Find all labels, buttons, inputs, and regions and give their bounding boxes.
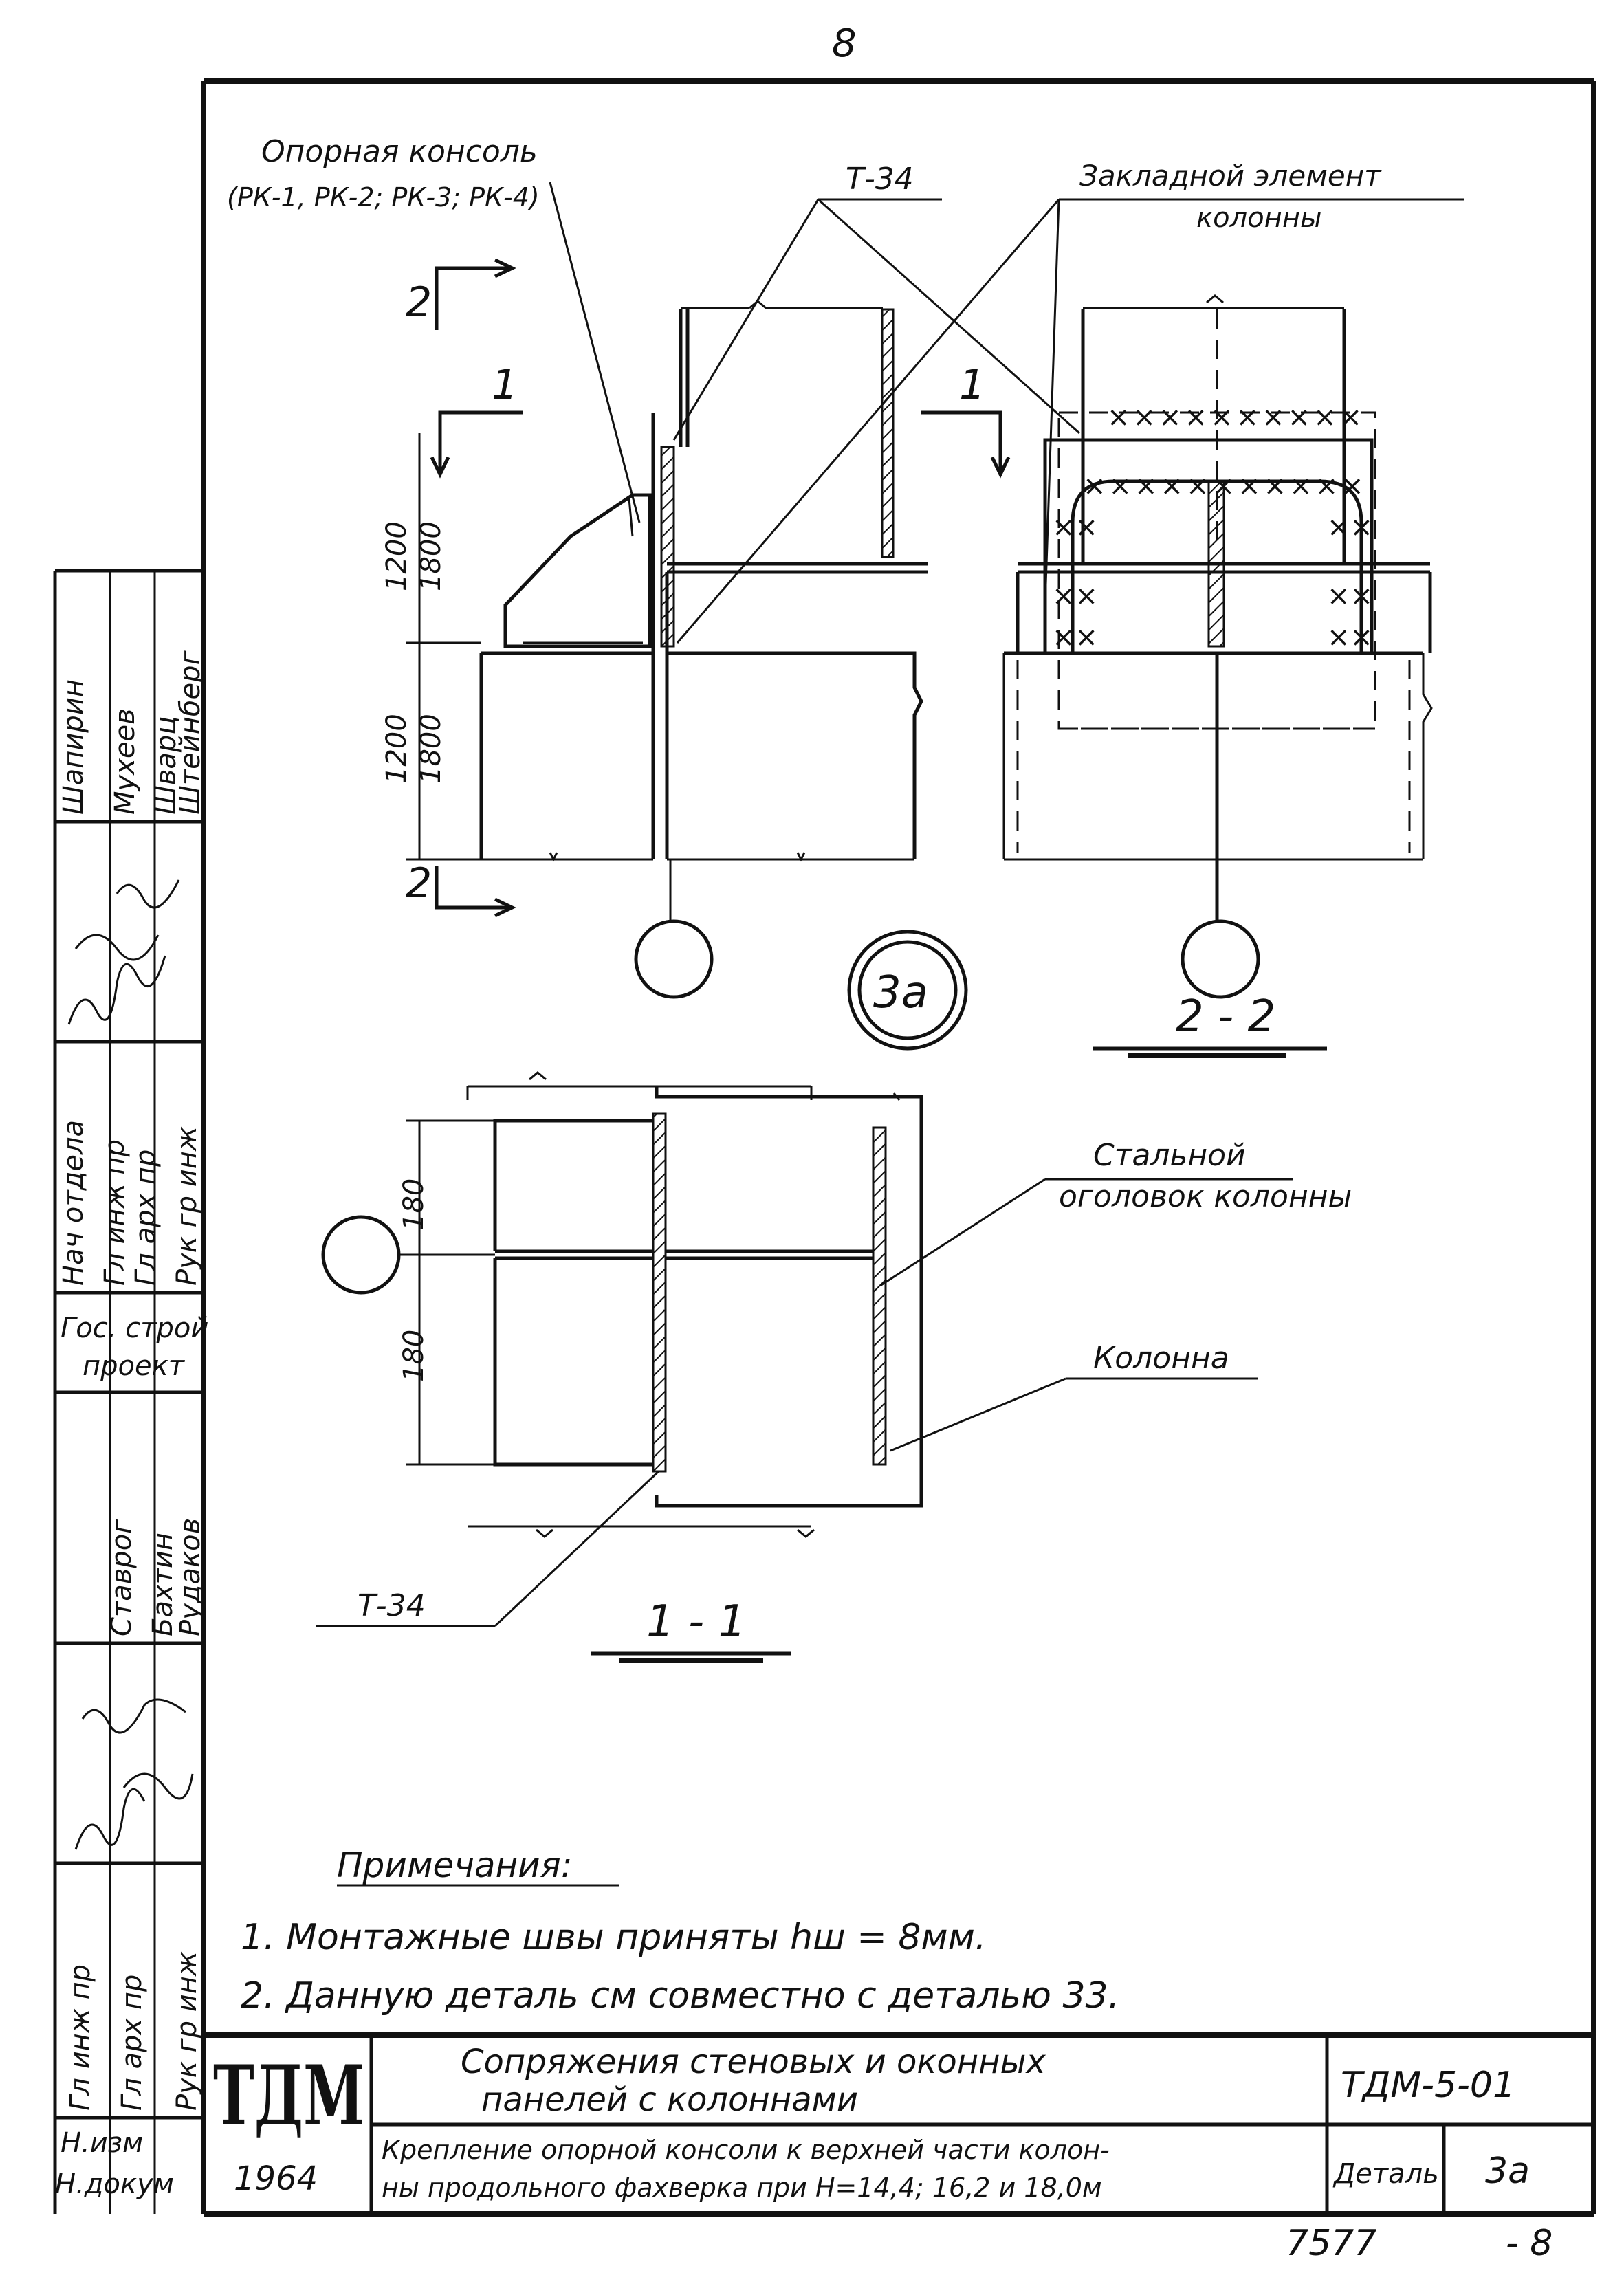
stamp-check-1: Гл инж пр xyxy=(65,1964,96,2111)
stamp-dev-2: Бахтин xyxy=(147,1533,179,1636)
elevation-view-left xyxy=(479,300,928,999)
section-mark-2: 2 2 xyxy=(406,258,516,918)
archive-number: 7577 xyxy=(1286,2223,1376,2264)
stamp-role-1: Нач отдела xyxy=(58,1120,89,1286)
notes: Примечания: 1. Монтажные швы приняты hш … xyxy=(241,1845,1119,2017)
sheet-mark: - 8 xyxy=(1506,2223,1552,2264)
callout-support-console-types: (РК-1, РК-2; РК-3; РК-4) xyxy=(227,182,540,212)
dim-upper-a: 1200 xyxy=(381,521,413,591)
signature-marks-2 xyxy=(74,1698,194,1850)
title-year: 1964 xyxy=(234,2160,318,2198)
svg-text:×××××××××××: ××××××××××× xyxy=(1083,470,1367,502)
callouts-plan: Стальной оголовок колонны Колонна Т-34 xyxy=(316,1138,1352,1627)
callouts-top: Опорная консоль (РК-1, РК-2; РК-3; РК-4)… xyxy=(227,134,1464,644)
stamp-role-3: Гл арх пр xyxy=(130,1150,162,1286)
notes-heading: Примечания: xyxy=(337,1845,573,1885)
callout-steel-cap-2: оголовок колонны xyxy=(1059,1179,1352,1214)
svg-text:××: ×× xyxy=(1052,512,1098,543)
stamp-org-2: проект xyxy=(83,1350,186,1382)
svg-text:××: ×× xyxy=(1052,622,1098,653)
axis-marker-plan xyxy=(321,1215,401,1295)
note-1: 1. Монтажные швы приняты hш = 8мм. xyxy=(241,1917,986,1958)
dim-lower-a: 1200 xyxy=(381,714,413,784)
detail-marker-label: 3а xyxy=(873,967,928,1018)
dimension-upper-left: 1200 1800 1200 1800 xyxy=(381,433,481,861)
stamp-check-3: Рук гр инж xyxy=(171,1951,203,2111)
plan-view-11: 180 180 1 - 1 xyxy=(321,1071,923,1663)
svg-text:××: ×× xyxy=(1327,622,1373,653)
svg-text:××: ×× xyxy=(1327,512,1373,543)
axis-marker-right xyxy=(1181,919,1260,999)
stamp-dev-3: Рудаков xyxy=(175,1518,206,1636)
svg-text:××××××××××: ×××××××××× xyxy=(1107,402,1365,433)
stamp-check-2: Гл арх пр xyxy=(116,1975,148,2111)
subtitle-line-2: ны продольного фахверка при Н=14,4; 16,2… xyxy=(382,2173,1102,2203)
callout-embedded-element: Закладной элемент xyxy=(1079,159,1382,193)
section-22-label: 2 - 2 xyxy=(1176,991,1275,1042)
stamp-change-2: Н.докум xyxy=(55,2168,174,2200)
stamp-name-4: Штейнберг xyxy=(175,650,206,815)
axis-marker-left xyxy=(634,919,714,999)
page-number: 8 xyxy=(832,21,857,66)
callout-embedded-element-2: колонны xyxy=(1196,202,1322,234)
svg-text:××: ×× xyxy=(1327,580,1373,612)
subtitle-line-1: Крепление опорной консоли к верхней част… xyxy=(382,2135,1110,2165)
callout-column: Колонна xyxy=(1093,1341,1229,1376)
svg-text:××: ×× xyxy=(1052,580,1098,612)
stamp-name-1: Шапирин xyxy=(58,679,89,815)
callout-steel-cap: Стальной xyxy=(1093,1138,1246,1173)
stamp-change-1: Н.изм xyxy=(61,2127,143,2159)
section-1-left: 1 xyxy=(492,361,518,409)
dim-lower-b: 1800 xyxy=(415,714,447,784)
title-line-2: панелей с колоннами xyxy=(481,2080,858,2119)
doc-code: ТДМ-5-01 xyxy=(1341,2065,1515,2106)
callout-t34-top: Т-34 xyxy=(846,162,914,197)
org-logo: ТДМ xyxy=(213,2047,364,2144)
detail-value: 3а xyxy=(1485,2151,1530,2192)
section-view-22: ×××××××××× ××××××××××× ×× ×× ×× ×× ×× ××… xyxy=(1002,294,1433,1058)
stamp-name-2: Мухеев xyxy=(109,708,141,815)
dim-plan-bottom: 180 xyxy=(398,1330,430,1382)
stamp-role-2: Гл инж пр xyxy=(99,1139,131,1286)
section-mark-1-right: 1 xyxy=(921,361,1011,479)
section-1-right: 1 xyxy=(959,361,985,409)
stamp-name-3: Шварц xyxy=(151,716,182,815)
stamp-dev-1: Ставрог xyxy=(106,1519,138,1636)
detail-label: Деталь xyxy=(1332,2158,1439,2190)
section-2-bottom: 2 xyxy=(406,859,432,908)
side-stamp: Шапирин Мухеев Шварц Штейнберг Нач отдел… xyxy=(53,569,208,2214)
stamp-org-1: Гос. строй xyxy=(61,1313,208,1344)
dim-upper-b: 1800 xyxy=(415,521,447,591)
title-line-1: Сопряжения стеновых и оконных xyxy=(461,2043,1046,2081)
title-block: ТДМ 1964 Сопряжения стеновых и оконных п… xyxy=(204,2032,1594,2214)
section-mark-1-left: 1 xyxy=(430,361,523,479)
sheet-frame xyxy=(201,78,1596,2217)
section-11-label: 1 - 1 xyxy=(646,1596,746,1647)
stamp-role-4: Рук гр инж xyxy=(171,1126,203,1286)
section-2-top: 2 xyxy=(406,278,432,327)
callout-support-console: Опорная консоль xyxy=(261,134,538,169)
note-2: 2. Данную деталь см совместно с деталью … xyxy=(241,1975,1119,2017)
signature-marks-1 xyxy=(67,879,180,1025)
detail-marker: 3а xyxy=(847,930,968,1051)
callout-t34-bottom: Т-34 xyxy=(358,1588,426,1623)
dim-plan-top: 180 xyxy=(398,1178,430,1231)
